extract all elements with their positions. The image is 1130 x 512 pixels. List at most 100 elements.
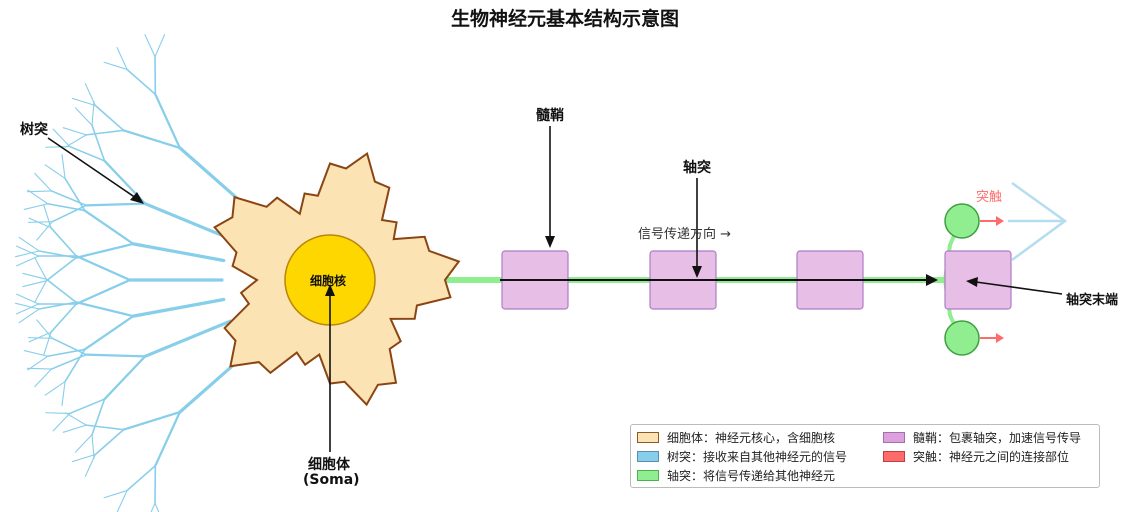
dendrite-branch <box>34 368 53 388</box>
dendrite-branch <box>143 202 232 241</box>
legend-item-synapse: 突触：神经元之间的连接部位 <box>883 448 1069 465</box>
dendrite-branch <box>34 172 53 192</box>
dendrite-branch <box>26 367 53 370</box>
dendrite-branch <box>68 398 106 415</box>
dendrite-branch <box>91 100 95 126</box>
dendrite-branch <box>15 303 40 315</box>
label-synapse: 突触 <box>976 190 1003 205</box>
legend-swatch <box>637 470 659 481</box>
legend-swatch <box>883 451 905 462</box>
annotation-arrows <box>47 126 1063 452</box>
label-signal-direction: 信号传递方向 → <box>638 227 732 242</box>
legend-item-dendrite: 树突：接收来自其他神经元的信号 <box>637 448 847 465</box>
dendrite-branch <box>43 204 52 229</box>
dendrite-branch <box>85 424 125 431</box>
dendrite-branch <box>15 255 40 267</box>
synapse-top <box>944 203 980 239</box>
dendrite-branch <box>116 489 128 512</box>
dendrite-branch <box>45 257 77 282</box>
dendrite-branch <box>52 128 71 148</box>
dendrite-branch <box>126 464 157 492</box>
dendrite-branch <box>154 410 181 467</box>
legend-label: 突触：神经元之间的连接部位 <box>913 450 1070 464</box>
dendrite-branch <box>52 412 71 432</box>
legend-label: 髓鞘：包裹轴突，加速信号传导 <box>913 431 1082 445</box>
dendrite-branch <box>94 428 125 456</box>
dendrite-branch <box>22 272 47 280</box>
legend-label: 轴突：将信号传递给其他神经元 <box>667 469 836 483</box>
dendrite-branch <box>143 319 232 358</box>
label-myelin: 髓鞘 <box>536 108 564 124</box>
dendrite-branch <box>27 355 49 371</box>
dendrite-branch <box>34 257 47 280</box>
dendrite-branch <box>103 355 147 401</box>
dendrite-branch <box>34 280 47 303</box>
dendrite-branch <box>154 34 166 58</box>
dendrite-tree <box>15 34 251 512</box>
dendrite-branch <box>91 398 106 436</box>
dendrite-branch <box>71 453 96 463</box>
dendrite-branch <box>154 93 181 150</box>
dendrite-branch <box>50 353 88 370</box>
dendrite-branch <box>50 227 78 257</box>
dendrite-branch <box>116 46 128 71</box>
dendrite-branch <box>27 189 49 205</box>
dendrite-branch <box>18 308 40 324</box>
legend-swatch <box>637 432 659 443</box>
synapse-arrow-bottom-head <box>996 333 1004 343</box>
faint-dendrite-next-neuron <box>1008 181 1068 262</box>
dendrite-branch <box>71 97 96 107</box>
axon-terminal <box>944 250 1012 310</box>
dendrite-branch <box>62 424 87 433</box>
dendrite-branch <box>83 209 135 246</box>
dendrite-branch <box>46 202 86 212</box>
legend-label: 细胞体：神经元核心，含细胞核 <box>667 431 836 445</box>
label-axon-terminal: 轴突末端 <box>1066 293 1119 308</box>
legend-swatch <box>637 451 659 462</box>
diagram-title: 生物神经元基本结构示意图 <box>450 8 679 30</box>
dendrite-branch <box>27 221 53 223</box>
dendrite-branch <box>22 280 47 288</box>
dendrite-branch <box>131 297 226 318</box>
label-nucleus: 细胞核 <box>310 274 347 288</box>
label-dendrite: 树突 <box>20 122 48 138</box>
dendrite-branch <box>45 146 71 148</box>
dendrite-branch <box>44 381 66 396</box>
dendrite-branch <box>131 242 226 263</box>
dendrite-branch <box>122 129 181 150</box>
legend-label: 树突：接收来自其他神经元的信号 <box>667 450 848 464</box>
dendrite-branch <box>18 236 40 252</box>
dendrite-branch <box>94 104 125 132</box>
dendrite-branch <box>150 502 156 512</box>
dendrite-branch <box>51 204 88 223</box>
dendrite-branch <box>122 410 181 431</box>
dendrite-branch <box>45 278 77 303</box>
dendrite-branch <box>36 319 53 339</box>
signal-arrow-head <box>926 274 938 286</box>
dendrite-branch <box>61 153 66 179</box>
dendrite-branch <box>15 245 40 257</box>
dendrite-branch <box>23 350 49 357</box>
legend-item-myelin: 髓鞘：包裹轴突，加速信号传导 <box>883 429 1081 446</box>
dendrite-branch <box>51 337 88 356</box>
label-axon: 轴突 <box>683 160 711 176</box>
dendrite-branch <box>26 190 53 193</box>
dendrite-branch <box>83 314 135 351</box>
dendrite-branch <box>144 34 156 58</box>
dendrite-branch <box>64 177 86 212</box>
label-soma: 细胞体 <box>308 457 350 473</box>
dendrite-branch <box>68 145 106 162</box>
dendrite-branch <box>44 164 66 179</box>
dendrite-branch <box>15 302 40 310</box>
synapse-bottom <box>944 320 980 356</box>
dendrite-branch <box>75 254 132 282</box>
dendrite-branch <box>126 68 157 96</box>
legend: 细胞体：神经元核心，含细胞核 树突：接收来自其他神经元的信号 轴突：将信号传递给… <box>630 424 1100 488</box>
dendrite-branch <box>103 61 128 71</box>
dendrite-branch <box>85 129 125 136</box>
dendrite-branch <box>84 453 96 477</box>
legend-swatch <box>883 432 905 443</box>
dendrite-branch <box>27 337 53 339</box>
dendrite-branch <box>85 202 147 207</box>
